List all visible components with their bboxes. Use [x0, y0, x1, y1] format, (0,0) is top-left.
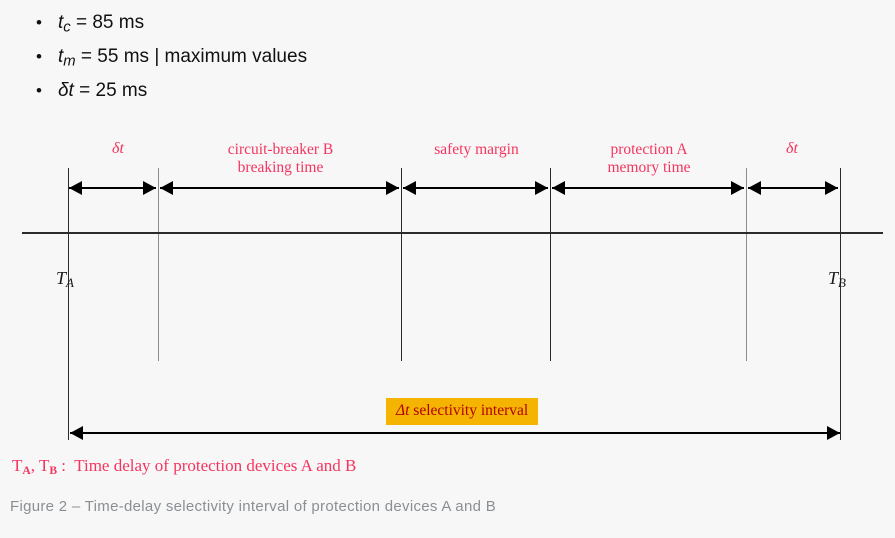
arrow-shaft: [160, 187, 399, 189]
tick-line-3: [550, 168, 551, 361]
time-axis: [22, 232, 883, 234]
arrow-head-right-icon: [535, 181, 548, 195]
span-arrow-total-selectivity: [70, 426, 840, 440]
arrow-shaft: [403, 187, 548, 189]
list-item: δt = 25 ms: [18, 74, 518, 108]
arrow-head-left-icon: [748, 181, 761, 195]
arrow-head-left-icon: [160, 181, 173, 195]
legend-symbol-tb: TB: [38, 456, 58, 478]
bullet-note-tm: | maximum values: [154, 46, 308, 67]
arrow-head-right-icon: [143, 181, 156, 195]
arrow-head-left-icon: [403, 181, 416, 195]
segment-label-safety-margin: safety margin: [434, 141, 519, 158]
tick-line-tb: [840, 168, 841, 440]
tick-line-4: [746, 168, 747, 361]
badge-text: selectivity interval: [409, 402, 529, 419]
segment-label-delta-left: δt: [112, 140, 124, 157]
segment-label-circuit-breaker-b: circuit-breaker B breaking time: [227, 141, 334, 176]
span-arrow-safety-margin: [403, 181, 548, 195]
arrow-head-left-icon: [70, 426, 83, 440]
bullet-symbol-tm: tm: [58, 46, 76, 70]
tick-line-2: [401, 168, 402, 361]
legend-separator: :: [57, 456, 75, 475]
segment-label-protection-a: protection A memory time: [607, 141, 691, 176]
marker-label-tb: TB: [828, 268, 846, 291]
span-arrow-delta-right: [748, 181, 838, 195]
bullet-value-tm: = 55 ms: [80, 46, 150, 67]
parameter-list: tc = 85 ms tm = 55 ms | maximum values δ…: [18, 6, 518, 108]
arrow-shaft: [70, 432, 840, 434]
arrow-shaft: [552, 187, 744, 189]
arrow-head-left-icon: [69, 181, 82, 195]
status-badge-selectivity-interval: Δt selectivity interval: [386, 398, 539, 425]
span-arrow-delta-left: [69, 181, 156, 195]
legend-line: TA, TB : Time delay of protection device…: [12, 456, 357, 478]
bullet-symbol-deltat: δt: [58, 80, 74, 101]
tick-line-1: [158, 168, 159, 361]
segment-label-delta-right: δt: [786, 140, 798, 157]
bullet-symbol-tc: tc: [58, 12, 71, 36]
arrow-shaft: [69, 187, 156, 189]
badge-symbol-delta-t: Δt: [396, 402, 410, 419]
legend-symbol-ta: TA: [12, 456, 31, 478]
arrow-head-left-icon: [552, 181, 565, 195]
arrow-head-right-icon: [825, 181, 838, 195]
legend-text: Time delay of protection devices A and B: [74, 456, 357, 475]
list-item: tc = 85 ms: [18, 6, 518, 40]
figure-caption: Figure 2 – Time-delay selectivity interv…: [10, 498, 496, 515]
arrow-head-right-icon: [827, 426, 840, 440]
tick-line-ta: [68, 168, 69, 440]
arrow-head-right-icon: [386, 181, 399, 195]
arrow-head-right-icon: [731, 181, 744, 195]
list-item: tm = 55 ms | maximum values: [18, 40, 518, 74]
arrow-shaft: [748, 187, 838, 189]
bullet-value-deltat: = 25 ms: [79, 80, 148, 101]
bullet-value-tc: = 85 ms: [75, 12, 145, 33]
span-arrow-circuit-breaker-b: [160, 181, 399, 195]
marker-label-ta: TA: [56, 268, 74, 291]
span-arrow-protection-a: [552, 181, 744, 195]
